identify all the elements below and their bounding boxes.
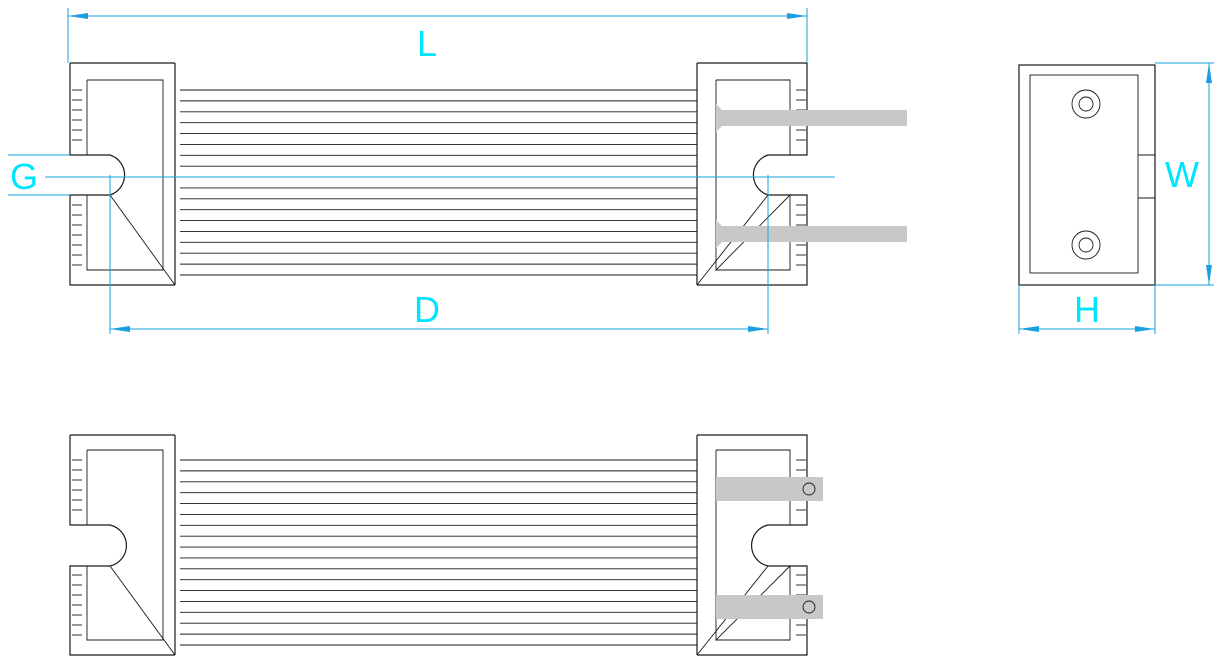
dimension-label-d: D (414, 289, 440, 330)
lead-wire-lower (716, 220, 907, 248)
dimension-label-w: W (1165, 154, 1199, 195)
cooling-fins-bottom (180, 459, 697, 646)
cooling-fins-top (180, 89, 697, 276)
top-view-resistor (69, 62, 907, 286)
dimension-mounting-distance: D (109, 175, 769, 334)
terminal-screw-bottom (1071, 230, 1101, 260)
terminal-tab-lower (716, 595, 823, 619)
terminal-screw-top (1071, 89, 1101, 119)
dimension-width: W (1155, 62, 1214, 286)
dimension-label-l: L (417, 23, 437, 64)
side-view-resistor (1018, 64, 1156, 286)
dimension-length: L (67, 8, 808, 64)
dimension-height: H (1018, 285, 1156, 334)
dimension-label-g: G (10, 156, 38, 197)
terminal-tab-upper (716, 477, 823, 501)
lead-wire-upper (716, 104, 907, 132)
dimension-label-h: H (1074, 289, 1100, 330)
bottom-view-resistor (69, 434, 823, 656)
dimension-slot: G (8, 154, 835, 197)
